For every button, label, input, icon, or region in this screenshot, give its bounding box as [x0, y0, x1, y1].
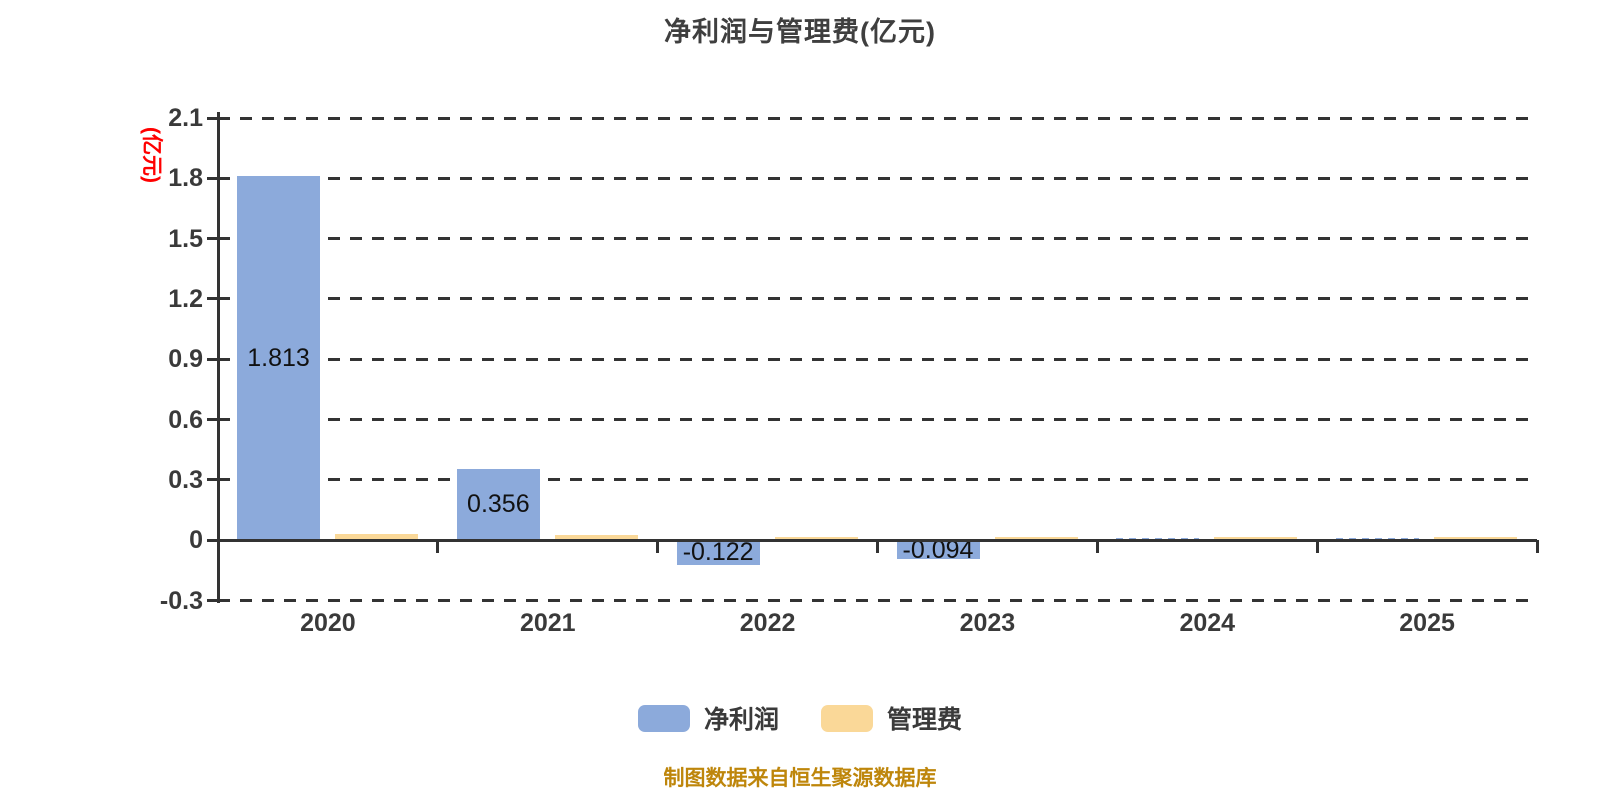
- y-tick-label: -0.3: [159, 586, 203, 615]
- bar-value-label: 1.813: [247, 343, 310, 372]
- gridline: [218, 478, 1537, 482]
- y-axis-tick: [207, 357, 218, 361]
- data-source-footer: 制图数据来自恒生聚源数据库: [663, 767, 937, 790]
- x-tick-label-2021: 2021: [519, 609, 576, 637]
- y-axis-tick: [207, 599, 218, 602]
- x-tick-label-2025: 2025: [1399, 609, 1455, 637]
- gridline: [218, 176, 1537, 180]
- y-axis-tick: [207, 237, 218, 241]
- x-tick-label-2023: 2023: [959, 609, 1016, 637]
- y-tick-label: 1.8: [168, 164, 203, 193]
- y-axis-tick: [207, 116, 218, 120]
- x-axis-tick: [1315, 540, 1319, 554]
- x-tick-label-2022: 2022: [739, 609, 796, 637]
- gridline: [218, 357, 1537, 361]
- y-tick-label: 1.5: [168, 224, 203, 253]
- legend-swatch-icon: [821, 704, 873, 732]
- legend: 净利润 管理费: [0, 700, 1600, 736]
- x-axis-tick: [876, 540, 879, 554]
- y-tick-label: 1.2: [168, 284, 203, 313]
- legend-label: 管理费: [887, 706, 963, 734]
- bar-net-profit-2021: [456, 468, 540, 541]
- bar-value-label: -0.122: [682, 538, 754, 567]
- bar-net-profit-2022: [676, 540, 760, 565]
- y-axis-tick: [207, 297, 218, 301]
- y-tick-label: 0.9: [168, 345, 203, 374]
- gridline: [218, 599, 1537, 602]
- bar-value-label: 0.356: [467, 490, 530, 519]
- y-axis-tick: [207, 478, 218, 482]
- x-axis-tick: [436, 540, 440, 554]
- gridline: [218, 297, 1537, 301]
- y-axis-tick: [207, 538, 218, 542]
- bar-net-profit-2020: [237, 175, 320, 541]
- y-tick-label: 2.1: [168, 104, 203, 132]
- x-tick-label-2020: 2020: [300, 609, 356, 637]
- legend-swatch-icon: [637, 704, 690, 732]
- bar-management-fee-2020: [335, 533, 418, 541]
- gridline: [218, 116, 1537, 120]
- legend-item-net-profit[interactable]: 净利润: [637, 700, 779, 736]
- y-axis-tick: [207, 176, 218, 180]
- x-axis-tick: [1535, 540, 1539, 554]
- y-axis-line: [216, 112, 220, 603]
- legend-item-management-fee[interactable]: 管理费: [821, 700, 962, 736]
- y-axis-tick: [207, 418, 218, 422]
- y-tick-label: 0: [189, 526, 203, 555]
- bar-management-fee-2021: [554, 535, 638, 541]
- gridline: [218, 418, 1537, 422]
- y-tick-label: 0.6: [168, 405, 203, 434]
- x-axis-tick: [1095, 540, 1099, 554]
- chart-title: 净利润与管理费(亿元): [664, 17, 936, 47]
- y-tick-label: 0.3: [168, 465, 203, 494]
- bar-net-profit-2023: [896, 540, 980, 560]
- x-axis-tick: [656, 540, 660, 554]
- gridline: [218, 237, 1537, 241]
- x-tick-label-2024: 2024: [1179, 609, 1236, 637]
- legend-label: 净利润: [703, 706, 779, 734]
